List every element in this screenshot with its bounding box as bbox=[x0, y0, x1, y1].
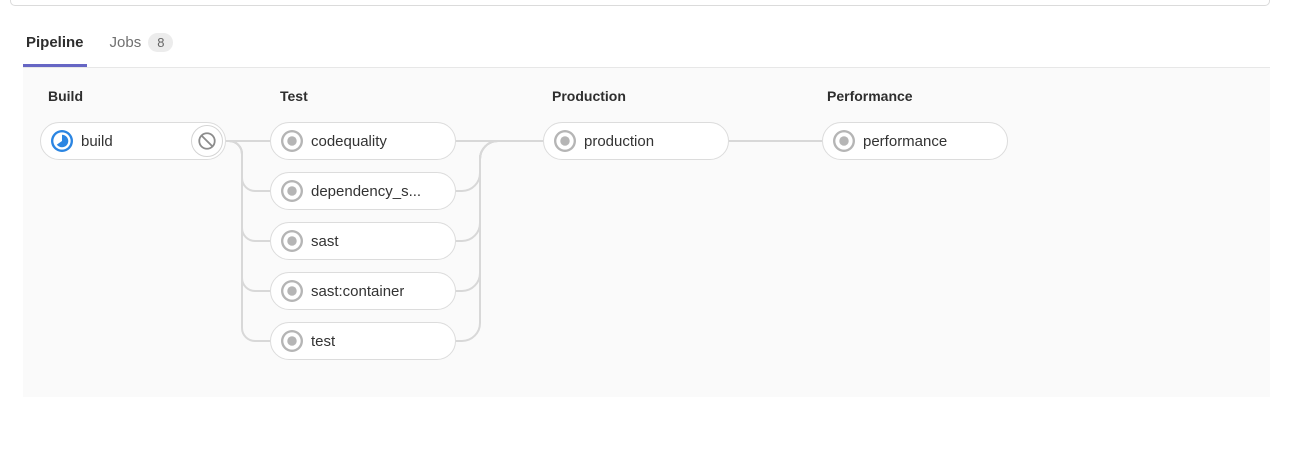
job-pill-codequality[interactable]: codequality bbox=[270, 122, 456, 160]
stage-header-production: Production bbox=[552, 88, 626, 104]
job-pill-build[interactable]: build bbox=[40, 122, 226, 160]
job-name: dependency_s... bbox=[311, 182, 422, 200]
tab-jobs[interactable]: Jobs 8 bbox=[107, 28, 177, 67]
created-icon bbox=[833, 130, 855, 152]
created-icon bbox=[281, 330, 303, 352]
running-icon bbox=[51, 130, 73, 152]
top-card-bottom-edge bbox=[10, 0, 1270, 6]
tab-jobs-label: Jobs bbox=[109, 34, 142, 51]
connector-lines bbox=[226, 140, 822, 342]
jobs-count-badge: 8 bbox=[148, 33, 174, 52]
created-icon bbox=[281, 230, 303, 252]
job-name: sast bbox=[311, 232, 339, 250]
tab-pipeline[interactable]: Pipeline bbox=[23, 28, 87, 67]
pipeline-graph: Build Test Production Performance build bbox=[23, 68, 1270, 397]
stage-header-test: Test bbox=[280, 88, 308, 104]
created-icon bbox=[281, 130, 303, 152]
job-pill-dependency-scanning[interactable]: dependency_s... bbox=[270, 172, 456, 210]
stage-header-performance: Performance bbox=[827, 88, 913, 104]
job-name: sast:container bbox=[311, 282, 405, 300]
job-pill-test[interactable]: test bbox=[270, 322, 456, 360]
created-icon bbox=[554, 130, 576, 152]
pipeline-tab-bar: Pipeline Jobs 8 bbox=[23, 28, 1270, 68]
job-pill-sast[interactable]: sast bbox=[270, 222, 456, 260]
stage-header-build: Build bbox=[48, 88, 83, 104]
created-icon bbox=[281, 180, 303, 202]
job-pill-performance[interactable]: performance bbox=[822, 122, 1008, 160]
job-name: codequality bbox=[311, 132, 387, 150]
job-pill-sast-container[interactable]: sast:container bbox=[270, 272, 456, 310]
tab-pipeline-label: Pipeline bbox=[26, 34, 84, 51]
cancel-job-button[interactable] bbox=[191, 125, 223, 157]
job-name: test bbox=[311, 332, 336, 350]
job-pill-production[interactable]: production bbox=[543, 122, 729, 160]
job-name: performance bbox=[863, 132, 948, 150]
job-name: production bbox=[584, 132, 655, 150]
created-icon bbox=[281, 280, 303, 302]
job-name: build bbox=[81, 132, 113, 150]
cancel-icon bbox=[197, 131, 217, 151]
